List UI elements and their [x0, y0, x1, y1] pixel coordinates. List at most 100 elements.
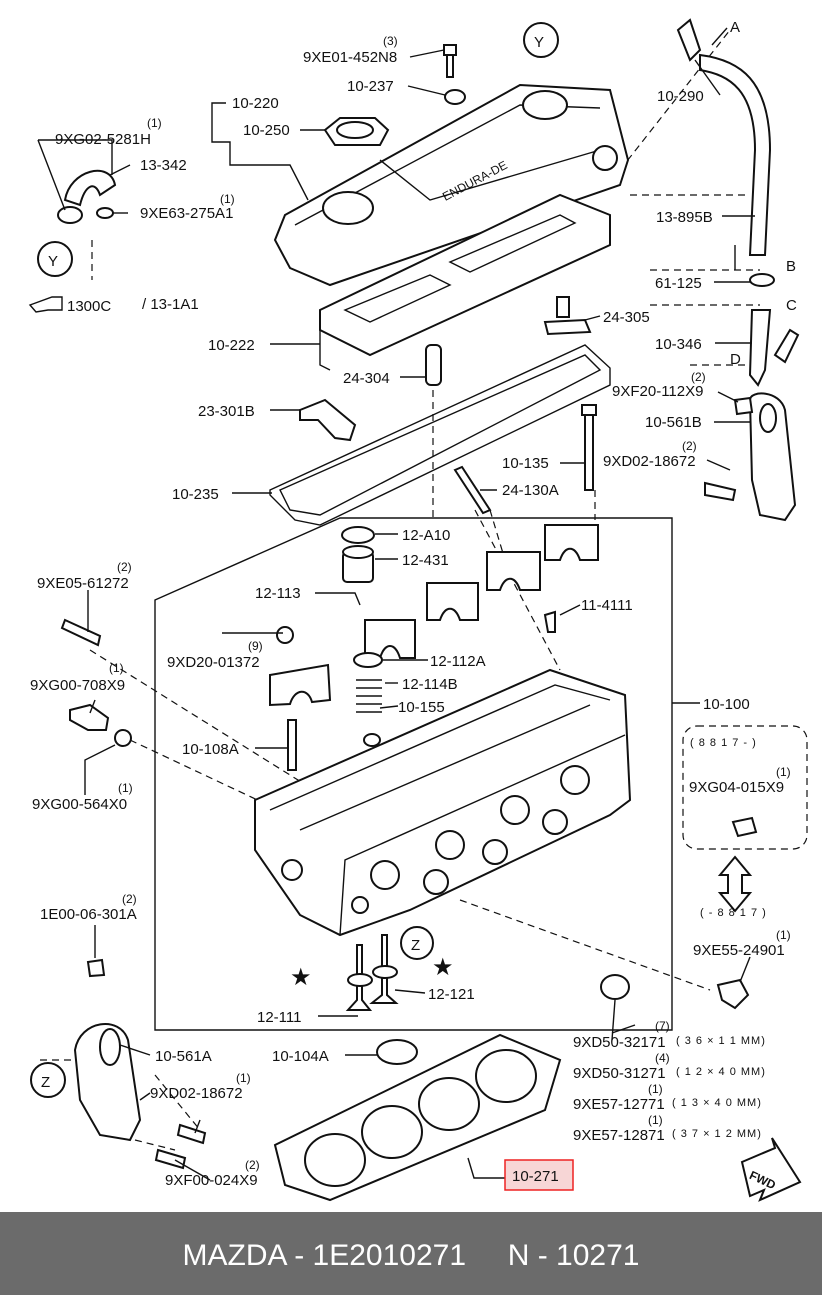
cover-bolt	[443, 44, 466, 105]
plug-9xd50	[600, 974, 630, 1000]
bracket-10-561a	[73, 1023, 207, 1170]
dowel-24-304	[425, 344, 442, 386]
label-part: 12-431	[402, 552, 449, 569]
callout-z-mid: Z	[411, 937, 420, 954]
label-part: 9XD02-18672	[150, 1085, 243, 1102]
left-fittings	[69, 703, 132, 978]
label-qty: (2)	[691, 370, 706, 384]
seal-10-104a	[376, 1039, 418, 1065]
label-part: 10-104A	[272, 1048, 329, 1065]
bracket-23-301b	[299, 398, 357, 442]
label-qty: (2)	[117, 560, 132, 574]
label-part: 11-4111	[581, 597, 633, 614]
reference-sub: / 13-1A1	[142, 296, 199, 313]
label-qty: (1)	[109, 661, 124, 675]
label-part: 9XE55-24901	[693, 942, 785, 959]
label-part: 9XG00-564X0	[32, 796, 127, 813]
revision-box	[682, 725, 808, 850]
cylinder-head-box	[154, 517, 673, 1031]
double-arrow-icon	[717, 855, 753, 913]
label-qty: (4)	[655, 1051, 670, 1065]
breather-hose	[57, 169, 117, 224]
leader-lines	[37, 27, 755, 1181]
label-part: 9XG00-708X9	[30, 677, 125, 694]
label-letter: D	[730, 351, 741, 368]
label-part: 9XF20-112X9	[612, 383, 703, 400]
valves	[345, 934, 399, 1011]
label-qty: (2)	[245, 1158, 260, 1172]
star-icon: ★	[290, 964, 312, 991]
bracket-10-561b	[704, 392, 797, 522]
label-part: 10-222	[208, 337, 255, 354]
label-note: ( 1 2 × 4 0 MM)	[676, 1066, 766, 1078]
callout-y-left: Y	[48, 253, 58, 270]
label-part: 10-235	[172, 486, 219, 503]
highlighted-part-label: 10-271	[512, 1168, 559, 1185]
label-part: 9XG02-5281H	[55, 131, 151, 148]
pushrod-24-130a	[453, 465, 492, 515]
label-note: ( 1 3 × 4 0 MM)	[672, 1097, 762, 1109]
cover-gasket	[269, 344, 611, 526]
parts-diagram: ENDURA-DE	[28, 18, 808, 1202]
label-part: 12-112A	[430, 653, 486, 670]
label-part: 9XF00-024X9	[165, 1172, 258, 1189]
rocker-arms	[60, 524, 599, 771]
callout-y-top: Y	[534, 34, 544, 51]
label-note: ( 3 7 × 1 2 MM)	[672, 1128, 762, 1140]
label-part: 9XG04-015X9	[689, 779, 784, 796]
label-part: 24-304	[343, 370, 390, 387]
plug-9xg04	[731, 816, 758, 838]
valve-cover: ENDURA-DE	[273, 83, 630, 287]
highlight-box	[504, 1159, 574, 1191]
fitting-9xe55	[716, 978, 750, 1010]
label-part: 10-135	[502, 455, 549, 472]
star-icon: ★	[432, 954, 454, 981]
label-part: 9XE57-12771	[573, 1096, 665, 1113]
label-part: 9XD02-18672	[603, 453, 696, 470]
pointing-hand-icon	[28, 296, 63, 313]
label-part: 12-111	[257, 1009, 301, 1026]
label-part: 9XE57-12871	[573, 1127, 665, 1144]
label-qty: (1)	[776, 928, 791, 942]
label-qty: (1)	[648, 1082, 663, 1096]
label-part: 12-121	[428, 986, 475, 1003]
callout-circles	[30, 22, 559, 1098]
label-note: ( 8 8 1 7 - )	[690, 737, 757, 749]
label-qty: (1)	[118, 781, 133, 795]
label-part: 9XD50-31271	[573, 1065, 666, 1082]
guide-lines	[40, 29, 760, 1151]
label-qty: (1)	[236, 1071, 251, 1085]
label-part: 10-250	[243, 122, 290, 139]
oil-filler-cap	[323, 117, 390, 146]
label-part: 9XE05-61272	[37, 575, 129, 592]
label-qty: (2)	[122, 892, 137, 906]
label-part: 10-100	[703, 696, 750, 713]
label-part: 12-114B	[402, 676, 458, 693]
stud-10-135	[581, 404, 597, 491]
label-qty: (7)	[655, 1019, 670, 1033]
label-part: 1E00-06-301A	[40, 906, 137, 923]
label-qty: (1)	[147, 116, 162, 130]
label-qty: (1)	[776, 765, 791, 779]
label-part: 13-342	[140, 157, 187, 174]
label-qty: (3)	[383, 34, 398, 48]
pcv-valve	[543, 296, 592, 336]
label-note: ( - 8 8 1 7 )	[700, 907, 767, 919]
label-part: 9XE63-275A1	[140, 205, 233, 222]
label-part: 10-220	[232, 95, 279, 112]
label-note: ( 3 6 × 1 1 MM)	[676, 1035, 766, 1047]
label-part: 23-301B	[198, 403, 255, 420]
label-qty: (2)	[682, 439, 697, 453]
footer-bar: MAZDA - 1E2010271 N - 10271	[0, 1212, 822, 1295]
label-part: 10-155	[398, 699, 445, 716]
label-part: 10-346	[655, 336, 702, 353]
footer-part-number: MAZDA - 1E2010271 N - 10271	[182, 1239, 640, 1272]
label-part: 13-895B	[656, 209, 713, 226]
label-letter: A	[730, 19, 740, 36]
fwd-arrow-icon: FWD	[740, 1137, 802, 1202]
label-part: 9XE01-452N8	[303, 49, 397, 66]
label-part: 9XD20-01372	[167, 654, 260, 671]
label-qty: (9)	[248, 639, 263, 653]
label-letter: B	[786, 258, 796, 275]
label-part: 9XD50-32171	[573, 1034, 666, 1051]
